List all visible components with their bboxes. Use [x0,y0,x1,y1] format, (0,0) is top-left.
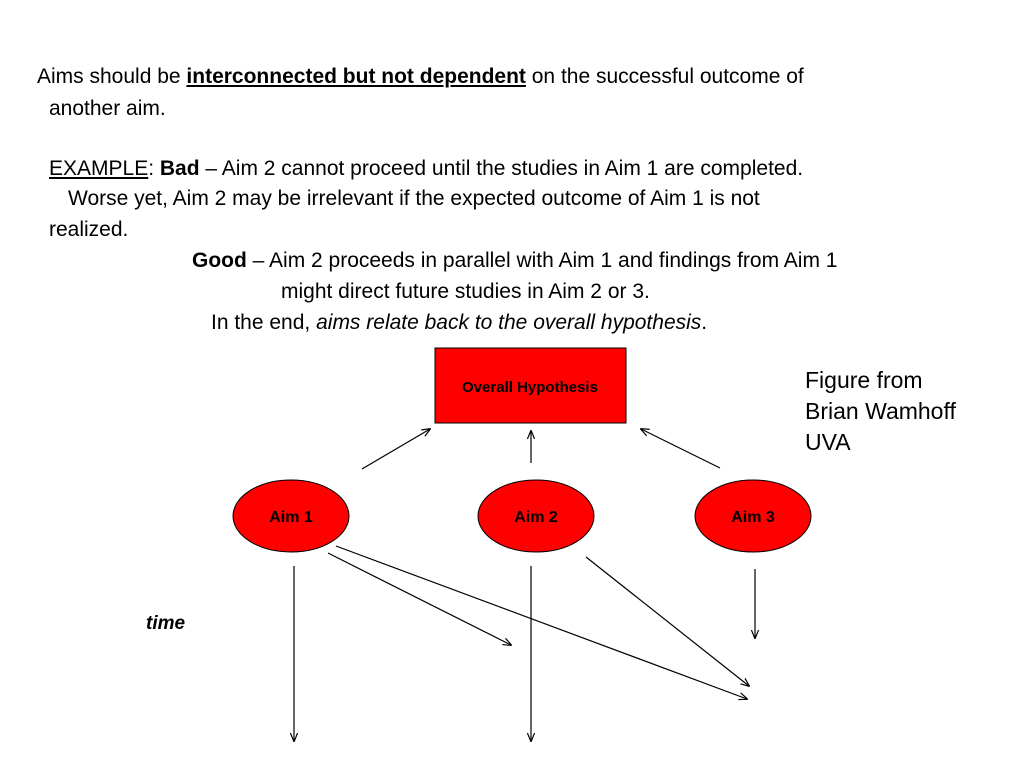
arrow-aim1-to-aim3-path [335,545,747,699]
example-colon: : [148,157,160,180]
aim-3-label: Aim 3 [731,509,775,526]
intro-line-2: another aim. [49,97,166,120]
arrow-aim1-to-aim2-path [327,552,511,645]
aim-1-ellipse [232,479,350,553]
credit-line-1: Figure from [805,367,923,393]
conclusion-tail: . [701,311,708,334]
conclusion-lead: In the end, [211,311,317,334]
bad-label: Bad [159,157,200,180]
hypothesis-label: Overall Hypothesis [462,379,598,396]
conclusion-line: In the end, aims relate back to the over… [211,308,707,338]
intro-tail: on the successful outcome of [525,65,804,88]
credit-line-3: UVA [805,429,851,455]
aim-2-label: Aim 2 [514,509,558,526]
intro-lead: Aims should be [37,65,187,88]
arrow-aim3-to-hypothesis [641,429,721,469]
example-line-1: EXAMPLE: Bad – Aim 2 cannot proceed unti… [49,154,803,184]
good-text: – Aim 2 proceeds in parallel with Aim 1 … [246,249,838,272]
figure-credit: Figure from Brian Wamhoff UVA [805,365,956,458]
good-line-1: Good – Aim 2 proceeds in parallel with A… [192,246,837,276]
example-label: EXAMPLE [49,157,149,180]
intro-line-1: Aims should be interconnected but not de… [37,62,804,92]
bad-text: – Aim 2 cannot proceed until the studies… [199,157,804,180]
conclusion-italic: aims relate back to the overall hypothes… [316,311,702,334]
example-line-3: realized. [49,218,129,241]
good-label: Good [192,249,247,272]
aim-3-ellipse [694,479,812,553]
aim-1-label: Aim 1 [269,509,313,526]
hypothesis-box [434,347,627,424]
intro-emphasis: interconnected but not dependent [186,65,526,88]
aim-2-ellipse [477,479,595,553]
credit-line-2: Brian Wamhoff [805,398,956,424]
good-line-2: might direct future studies in Aim 2 or … [281,280,650,303]
arrow-aim2-to-aim3-path [585,556,749,686]
example-line-2: Worse yet, Aim 2 may be irrelevant if th… [68,187,760,210]
arrow-aim1-to-hypothesis [361,429,430,470]
time-label: time [146,613,186,634]
